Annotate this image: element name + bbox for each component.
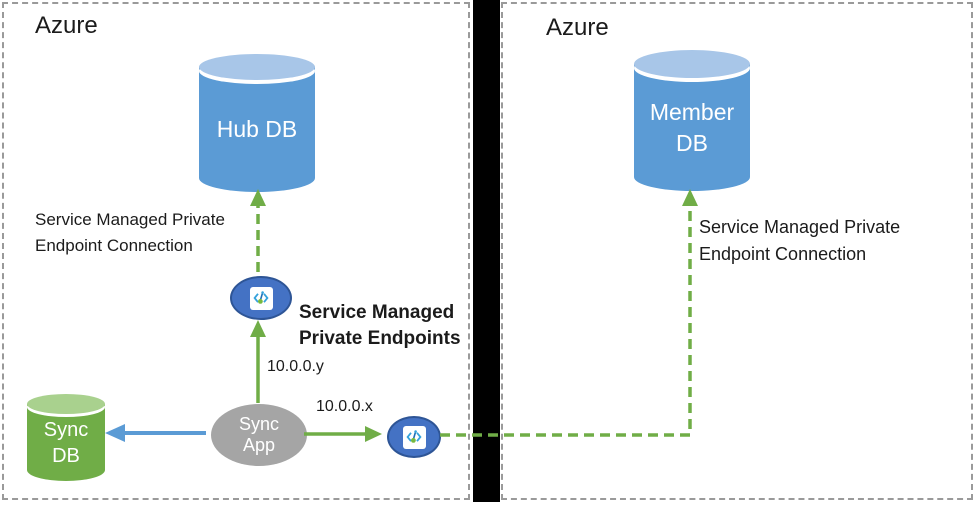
private-endpoint-member <box>387 416 441 458</box>
azure-region-left: Azure Hub DB Service Managed Private End… <box>2 2 470 500</box>
sync-db-label-line1: Sync <box>43 418 89 441</box>
sync-app-label-line2: App <box>242 435 276 455</box>
member-db-cylinder-top <box>634 50 750 78</box>
sync-app-ellipse: Sync App <box>211 404 307 466</box>
azure-region-left-title: Azure <box>35 12 98 39</box>
hub-db-cylinder-top <box>199 54 315 80</box>
sync-db-cylinder-body: Sync DB <box>27 404 105 481</box>
hub-connection-label: Service Managed Private Endpoint Connect… <box>35 210 225 255</box>
private-endpoint-hub <box>230 276 292 320</box>
azure-region-right: Azure Member DB Service Managed Private … <box>501 2 973 500</box>
member-connection-label: Service Managed Private Endpoint Connect… <box>699 217 901 264</box>
sync-db-label-line2: DB <box>52 444 80 467</box>
hub-db-label: Hub DB <box>216 116 298 142</box>
member-db-label-line2: DB <box>676 129 708 156</box>
member-db-cylinder: Member DB <box>634 50 750 191</box>
azure-region-right-title: Azure <box>546 14 609 41</box>
member-db-label-line1: Member <box>649 98 735 125</box>
sync-db-cylinder: Sync DB <box>27 394 105 481</box>
network-boundary-bar <box>473 0 500 502</box>
private-endpoint-icon <box>249 286 273 310</box>
service-managed-private-endpoints-title: Service Managed Private Endpoints <box>299 302 461 349</box>
hub-db-cylinder-body: Hub DB <box>199 67 315 192</box>
private-endpoint-icon <box>402 425 426 449</box>
sync-app-label-line1: Sync <box>238 414 280 434</box>
hub-db-cylinder: Hub DB <box>199 54 315 192</box>
ip-label-member: 10.0.0.x <box>316 398 373 415</box>
member-db-cylinder-body: Member DB <box>634 64 750 191</box>
sync-db-cylinder-top <box>27 394 105 414</box>
ip-label-hub: 10.0.0.y <box>267 358 324 375</box>
